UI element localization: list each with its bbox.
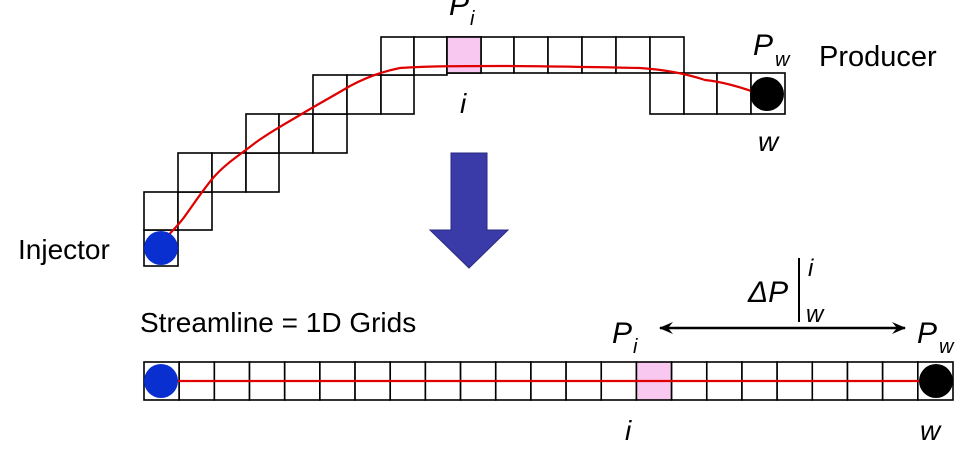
grid-cell (716, 72, 752, 115)
grid-cell (513, 36, 549, 74)
bottom-cell-label: i (625, 415, 632, 446)
grid-cell (413, 36, 448, 76)
top-producer-well (750, 77, 784, 111)
bottom-well-label: w (920, 415, 942, 446)
grid-cell (380, 74, 415, 115)
grid-cell (177, 191, 213, 231)
streamline-caption: Streamline = 1D Grids (140, 307, 416, 338)
top-cell-label: i (460, 88, 467, 119)
delta-upper-limit: i (808, 255, 814, 282)
delta-p-symbol: ΔP (747, 276, 788, 309)
top-pressure-cell-subscript: i (470, 8, 475, 30)
grid-cell (245, 152, 280, 193)
grid-cell (480, 36, 515, 74)
top-pressure-well-symbol: P (753, 29, 773, 62)
top-streamline (160, 64, 771, 244)
grid-cell (649, 36, 685, 74)
top-injector-well (144, 231, 178, 265)
grid-cell (649, 72, 685, 115)
grid-cell (143, 191, 179, 231)
top-highlighted-cell (446, 36, 482, 74)
down-arrow-icon (428, 152, 510, 269)
producer-label: Producer (819, 41, 937, 73)
top-pressure-well-subscript: w (775, 49, 791, 71)
grid-cell (312, 74, 348, 115)
top-well-label: w (758, 126, 780, 157)
bottom-injector-well (144, 364, 178, 398)
grid-cell (346, 74, 382, 115)
bottom-pressure-well-subscript: w (939, 336, 955, 358)
injector-label: Injector (18, 234, 110, 265)
bottom-pressure-cell-subscript: i (633, 336, 638, 358)
bottom-pressure-cell-symbol: P (612, 317, 632, 350)
bottom-pressure-well-symbol: P (917, 317, 937, 350)
grid-cell (278, 113, 314, 154)
delta-lower-limit: w (806, 301, 825, 328)
top-pressure-cell-symbol: P (449, 0, 469, 22)
bottom-producer-well (919, 364, 953, 398)
grid-cell (312, 113, 348, 154)
